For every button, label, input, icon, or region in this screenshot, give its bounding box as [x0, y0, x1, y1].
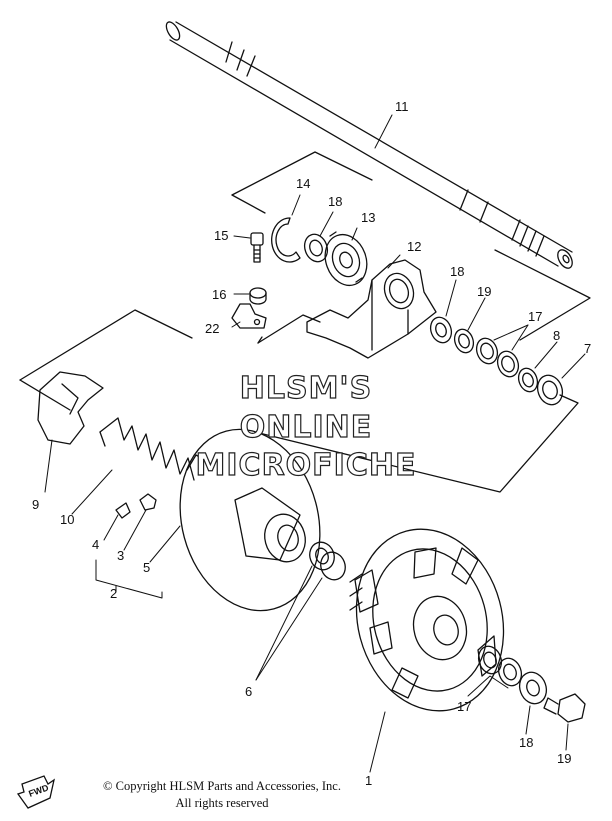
- watermark-line-3: MICROFICHE: [196, 448, 417, 483]
- clamp-part-22: [231, 303, 267, 329]
- screw-part-4: [115, 502, 131, 519]
- bolt-part-21: [543, 693, 586, 723]
- callout-16: 16: [212, 287, 226, 302]
- callout-5: 5: [143, 560, 150, 575]
- bearing-part-13: [324, 231, 368, 287]
- bushing-part-6: [309, 541, 346, 581]
- callout-13: 13: [361, 210, 375, 225]
- shim-part-17-lower-b: [497, 657, 523, 687]
- callout-labels: 11 12 13 14 18 15 16 22 18 19 17 8 7 9 1…: [32, 99, 591, 788]
- callout-8: 8: [553, 328, 560, 343]
- shim-part-17-b: [496, 350, 520, 378]
- shim-part-17-lower-a: [477, 645, 503, 675]
- callout-17-upper: 17: [528, 309, 542, 324]
- callout-14: 14: [296, 176, 310, 191]
- nut-part-5: [139, 493, 157, 511]
- copyright-line-2: All rights reserved: [175, 796, 269, 810]
- callout-21: 19: [557, 751, 571, 766]
- spring-part-10: [99, 417, 195, 481]
- upper-plane-outline: [231, 151, 591, 344]
- circlip-part-8: [517, 367, 539, 393]
- callout-1: 1: [365, 773, 372, 788]
- callout-18-lower: 18: [450, 264, 464, 279]
- washer-part-7: [536, 374, 564, 406]
- callout-11: 11: [395, 99, 409, 114]
- callout-2: 2: [110, 586, 117, 601]
- callout-6: 6: [245, 684, 252, 699]
- callout-20: 18: [519, 735, 533, 750]
- circlip-part-14: [271, 217, 301, 263]
- copyright-line-1: © Copyright HLSM Parts and Accessories, …: [103, 779, 341, 793]
- callout-3: 3: [117, 548, 124, 563]
- copyright-notice: © Copyright HLSM Parts and Accessories, …: [62, 778, 382, 812]
- shim-part-17-a: [475, 337, 499, 365]
- watermark-line-2: ONLINE: [240, 410, 373, 445]
- callout-4: 4: [92, 537, 99, 552]
- shaft-part-11: [165, 21, 573, 269]
- fwd-arrow-icon: FWD: [16, 775, 55, 809]
- fixed-sheave-part-1: [349, 528, 505, 712]
- callout-22: 22: [205, 321, 219, 336]
- callout-9: 9: [32, 497, 39, 512]
- callout-7: 7: [584, 341, 591, 356]
- callout-10: 10: [60, 512, 74, 527]
- movable-sheave-part-2: [179, 428, 321, 612]
- circlip-part-19: [453, 328, 475, 354]
- callout-17-lower: 17: [457, 699, 471, 714]
- bracket-part-12: [306, 259, 437, 359]
- callout-19: 19: [477, 284, 491, 299]
- washer-part-18-lower: [429, 316, 453, 344]
- washer-part-20: [518, 671, 548, 705]
- weight-part-9: [37, 371, 104, 445]
- leader-lines: [44, 114, 586, 773]
- callout-12: 12: [407, 239, 421, 254]
- bolt-part-15: [250, 232, 264, 263]
- nut-part-16: [249, 287, 267, 305]
- washer-part-18-upper: [303, 233, 329, 263]
- callout-15: 15: [214, 228, 228, 243]
- callout-18-upper: 18: [328, 194, 342, 209]
- watermark: HLSM'S ONLINE MICROFICHE: [195, 370, 417, 483]
- watermark-line-1: HLSM'S: [240, 371, 372, 406]
- lower-plane-outline: [19, 309, 579, 493]
